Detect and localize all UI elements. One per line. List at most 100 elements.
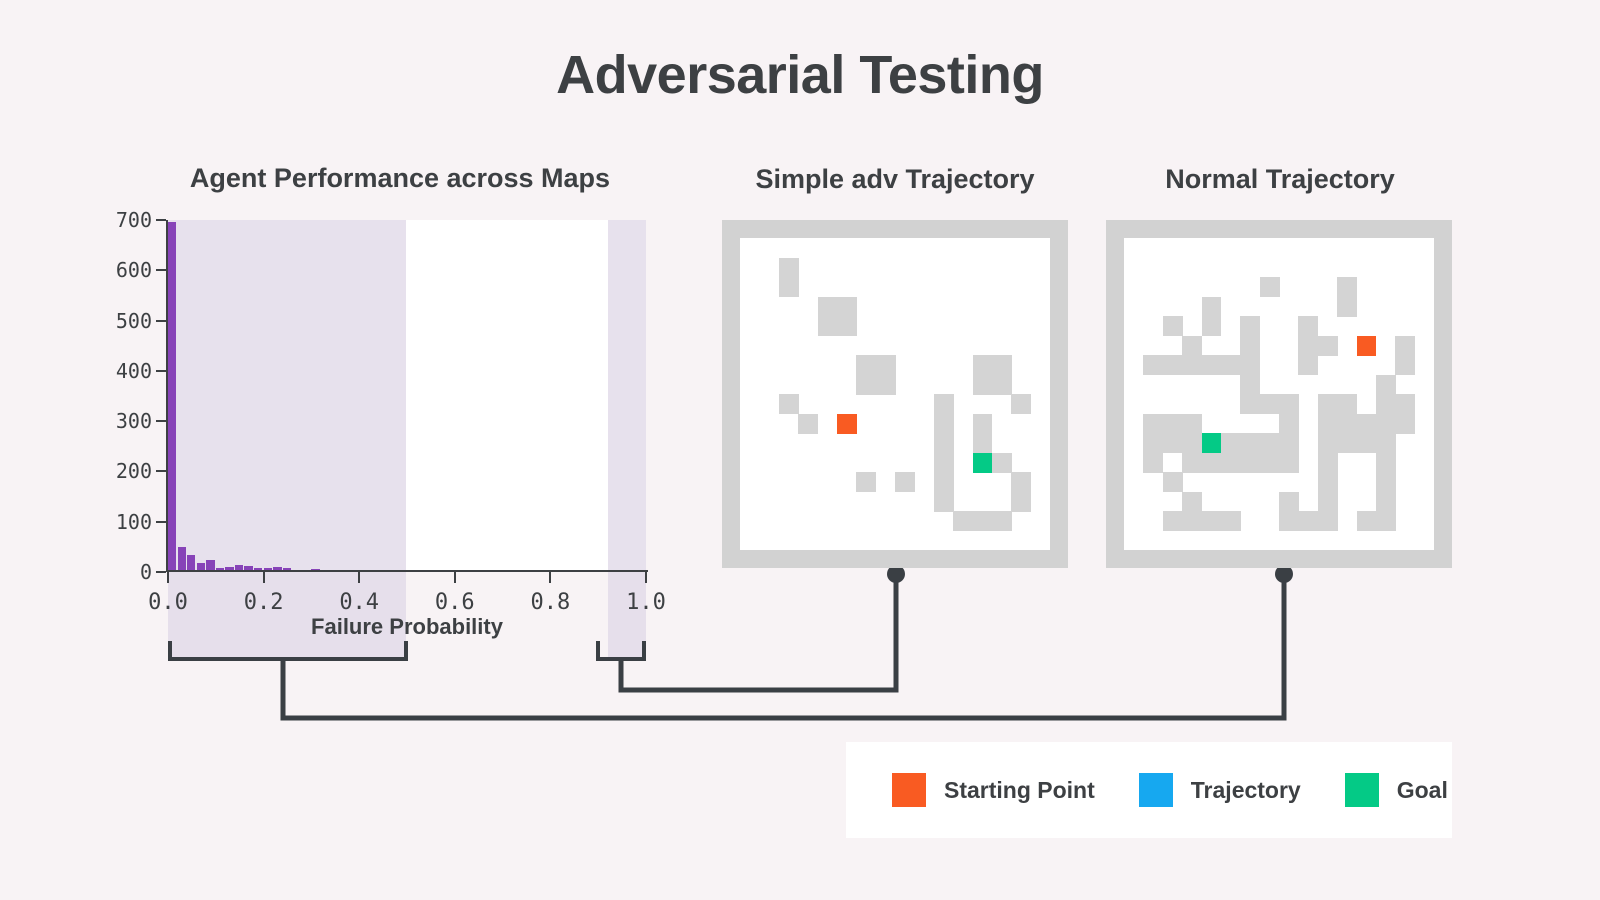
histogram-bar bbox=[196, 562, 206, 572]
histogram-bar bbox=[215, 567, 225, 572]
map-wall-cell bbox=[1240, 355, 1261, 375]
x-axis-tick bbox=[167, 572, 169, 583]
histogram-bar bbox=[234, 565, 244, 572]
map-wall-cell bbox=[856, 355, 877, 375]
map-wall-cell bbox=[1317, 335, 1338, 356]
map-wall-cell bbox=[1182, 335, 1202, 356]
map-wall-cell bbox=[856, 472, 877, 492]
map-wall-cell bbox=[1240, 452, 1261, 473]
legend-swatch-icon bbox=[1344, 773, 1379, 807]
adv-trajectory-map[interactable] bbox=[722, 220, 1068, 568]
y-axis-tick bbox=[156, 470, 166, 473]
histogram-panel-title: Agent Performance across Maps bbox=[189, 163, 611, 193]
map-wall-cell bbox=[1279, 491, 1299, 512]
map-wall-cell bbox=[875, 374, 896, 395]
map-wall-cell bbox=[1011, 491, 1032, 512]
map-wall-cell bbox=[1201, 355, 1222, 375]
x-axis-tick-label: 0.8 bbox=[530, 590, 571, 615]
y-axis bbox=[166, 220, 168, 572]
y-axis-tick bbox=[156, 520, 166, 523]
page-title: Adversarial Testing bbox=[556, 45, 1044, 105]
map-wall-cell bbox=[1011, 394, 1032, 414]
map-wall-cell bbox=[1317, 452, 1338, 473]
map-wall-cell bbox=[991, 511, 1012, 531]
map-wall-cell bbox=[817, 296, 838, 317]
y-axis-tick-label: 300 bbox=[115, 409, 152, 434]
map-wall-cell bbox=[933, 433, 954, 453]
histogram-bar bbox=[206, 559, 215, 572]
histogram-bar bbox=[177, 546, 186, 572]
normal-trajectory-map[interactable] bbox=[1106, 220, 1452, 568]
map-wall-cell bbox=[991, 452, 1012, 473]
map-start-cell bbox=[1356, 335, 1377, 356]
map-wall-cell bbox=[991, 355, 1012, 375]
legend-swatch-icon bbox=[892, 773, 926, 807]
map-wall-cell bbox=[1259, 277, 1280, 297]
x-axis-tick-label: 0.0 bbox=[148, 590, 188, 615]
map-wall-cell bbox=[778, 257, 799, 278]
map-wall-cell bbox=[1298, 355, 1319, 375]
y-axis-tick bbox=[156, 369, 166, 372]
map-wall-cell bbox=[875, 355, 896, 375]
x-axis-tick-label: 0.2 bbox=[243, 590, 284, 615]
map-wall-cell bbox=[798, 413, 818, 434]
map-wall-cell bbox=[933, 491, 954, 512]
legend-item[interactable]: Goal bbox=[1344, 773, 1448, 807]
map-wall-cell bbox=[1279, 394, 1299, 414]
y-axis-tick bbox=[156, 420, 166, 423]
map-wall-cell bbox=[1143, 355, 1164, 375]
legend-label: Goal bbox=[1396, 776, 1448, 803]
histogram-bar bbox=[263, 567, 272, 572]
map-wall-cell bbox=[1337, 413, 1357, 434]
map-wall-cell bbox=[1143, 452, 1164, 473]
map-wall-cell bbox=[1201, 511, 1222, 531]
map-wall-cell bbox=[1259, 394, 1280, 414]
x-axis-tick bbox=[262, 572, 265, 583]
map-wall-cell bbox=[972, 355, 993, 375]
map-wall-cell bbox=[778, 394, 799, 414]
map-wall-cell bbox=[1201, 316, 1222, 336]
map-wall-cell bbox=[972, 374, 993, 395]
map-wall-cell bbox=[1240, 433, 1261, 453]
x-axis bbox=[166, 570, 648, 572]
y-axis-tick-label: 200 bbox=[115, 459, 152, 484]
legend-box: Starting Point Trajectory Goal bbox=[846, 742, 1452, 838]
map-goal-cell bbox=[1201, 433, 1222, 453]
x-axis-label: Failure Probability bbox=[311, 614, 503, 639]
map-wall-cell bbox=[1220, 433, 1241, 453]
histogram-bar bbox=[168, 221, 177, 572]
normal-map-panel-title: Normal Trajectory bbox=[1165, 164, 1395, 194]
map-wall-cell bbox=[1182, 491, 1202, 512]
legend-item[interactable]: Starting Point bbox=[892, 773, 1095, 807]
map-wall-cell bbox=[1298, 335, 1319, 356]
map-wall-cell bbox=[1317, 491, 1338, 512]
map-wall-cell bbox=[1298, 316, 1319, 336]
x-axis-tick-label: 1.0 bbox=[626, 590, 666, 615]
map-wall-cell bbox=[1220, 452, 1241, 473]
x-axis-tick bbox=[645, 572, 647, 583]
map-wall-cell bbox=[953, 511, 973, 531]
map-wall-cell bbox=[1298, 511, 1319, 531]
histogram-bar bbox=[282, 567, 292, 572]
map-wall-cell bbox=[895, 472, 915, 492]
map-wall-cell bbox=[1337, 394, 1357, 414]
map-wall-cell bbox=[817, 316, 838, 336]
legend-item[interactable]: Trajectory bbox=[1138, 773, 1301, 807]
map-wall-cell bbox=[1395, 413, 1416, 434]
map-wall-cell bbox=[1375, 394, 1396, 414]
map-wall-cell bbox=[778, 277, 799, 297]
legend-label: Starting Point bbox=[944, 776, 1095, 803]
x-axis-tick bbox=[549, 572, 552, 583]
map-wall-cell bbox=[1317, 472, 1338, 492]
map-wall-cell bbox=[1259, 452, 1280, 473]
map-wall-cell bbox=[1182, 452, 1202, 473]
map-wall-cell bbox=[1279, 433, 1299, 453]
map-wall-cell bbox=[933, 452, 954, 473]
map-wall-cell bbox=[1240, 335, 1261, 356]
map-wall-cell bbox=[1220, 355, 1241, 375]
y-axis-tick-label: 400 bbox=[115, 358, 152, 383]
y-axis-tick-label: 600 bbox=[115, 258, 152, 283]
map-wall-cell bbox=[1395, 355, 1416, 375]
map-wall-cell bbox=[1182, 433, 1202, 453]
legend-swatch-icon bbox=[1138, 773, 1173, 807]
